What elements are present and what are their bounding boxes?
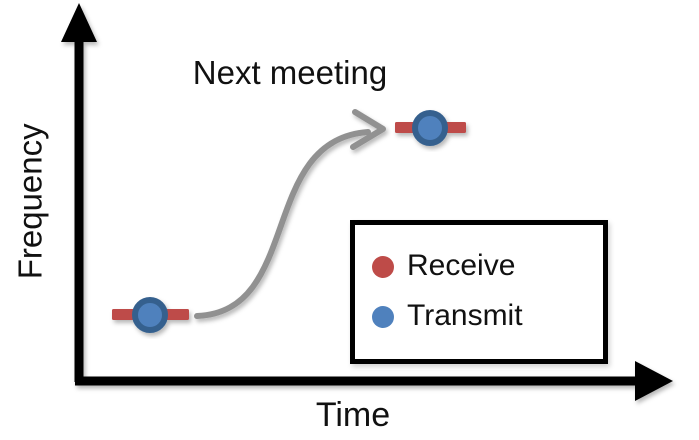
legend: Receive Transmit — [350, 220, 608, 364]
legend-item-transmit: Transmit — [372, 298, 603, 334]
transmit-dot-next — [412, 110, 448, 146]
transmit-dot-current — [132, 297, 168, 333]
axes — [61, 3, 673, 401]
receive-dot-icon — [372, 256, 394, 278]
y-axis-label: Frequency — [11, 123, 49, 280]
hop-arrow-head-icon — [350, 109, 386, 150]
marker-current-meeting — [112, 297, 189, 333]
transmit-dot-icon — [372, 306, 394, 328]
hop-arrow-curve — [194, 129, 371, 319]
marker-next-meeting — [395, 110, 466, 146]
legend-item-receive: Receive — [372, 248, 603, 284]
x-axis-label: Time — [315, 396, 391, 434]
annotation-next-meeting: Next meeting — [192, 54, 388, 91]
x-axis-arrowhead-icon — [635, 361, 673, 401]
hop-arrow — [194, 109, 386, 319]
legend-label-transmit: Transmit — [407, 298, 523, 332]
y-axis-arrowhead-icon — [61, 3, 97, 42]
legend-label-receive: Receive — [407, 248, 516, 282]
